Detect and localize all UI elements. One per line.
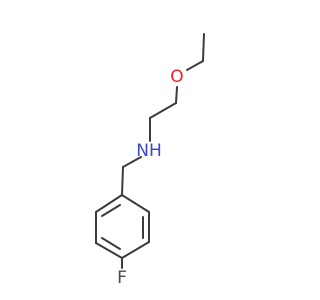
ring-double-bond-3: [101, 204, 121, 217]
ring-bond-3: [121, 241, 150, 259]
fluorine-label: F: [117, 268, 127, 288]
molecule-diagram: O NH F: [95, 33, 205, 288]
bond-ch3-ch2: [202, 33, 205, 62]
nitrogen-label: NH: [136, 141, 162, 161]
ring-bond-4: [95, 242, 123, 259]
structure-svg: O NH F: [95, 33, 205, 288]
bond-o-ch2: [175, 86, 178, 104]
bond-ch2-o: [186, 60, 204, 71]
bond-ch2-ring: [121, 166, 124, 196]
ring-double-bond-2: [101, 237, 121, 250]
ring-bond-1: [121, 194, 150, 213]
bond-ch2-ch2: [149, 102, 177, 119]
ring-bond-6: [95, 194, 123, 213]
bond-n-ch2: [122, 156, 142, 168]
oxygen-label: O: [170, 67, 183, 87]
